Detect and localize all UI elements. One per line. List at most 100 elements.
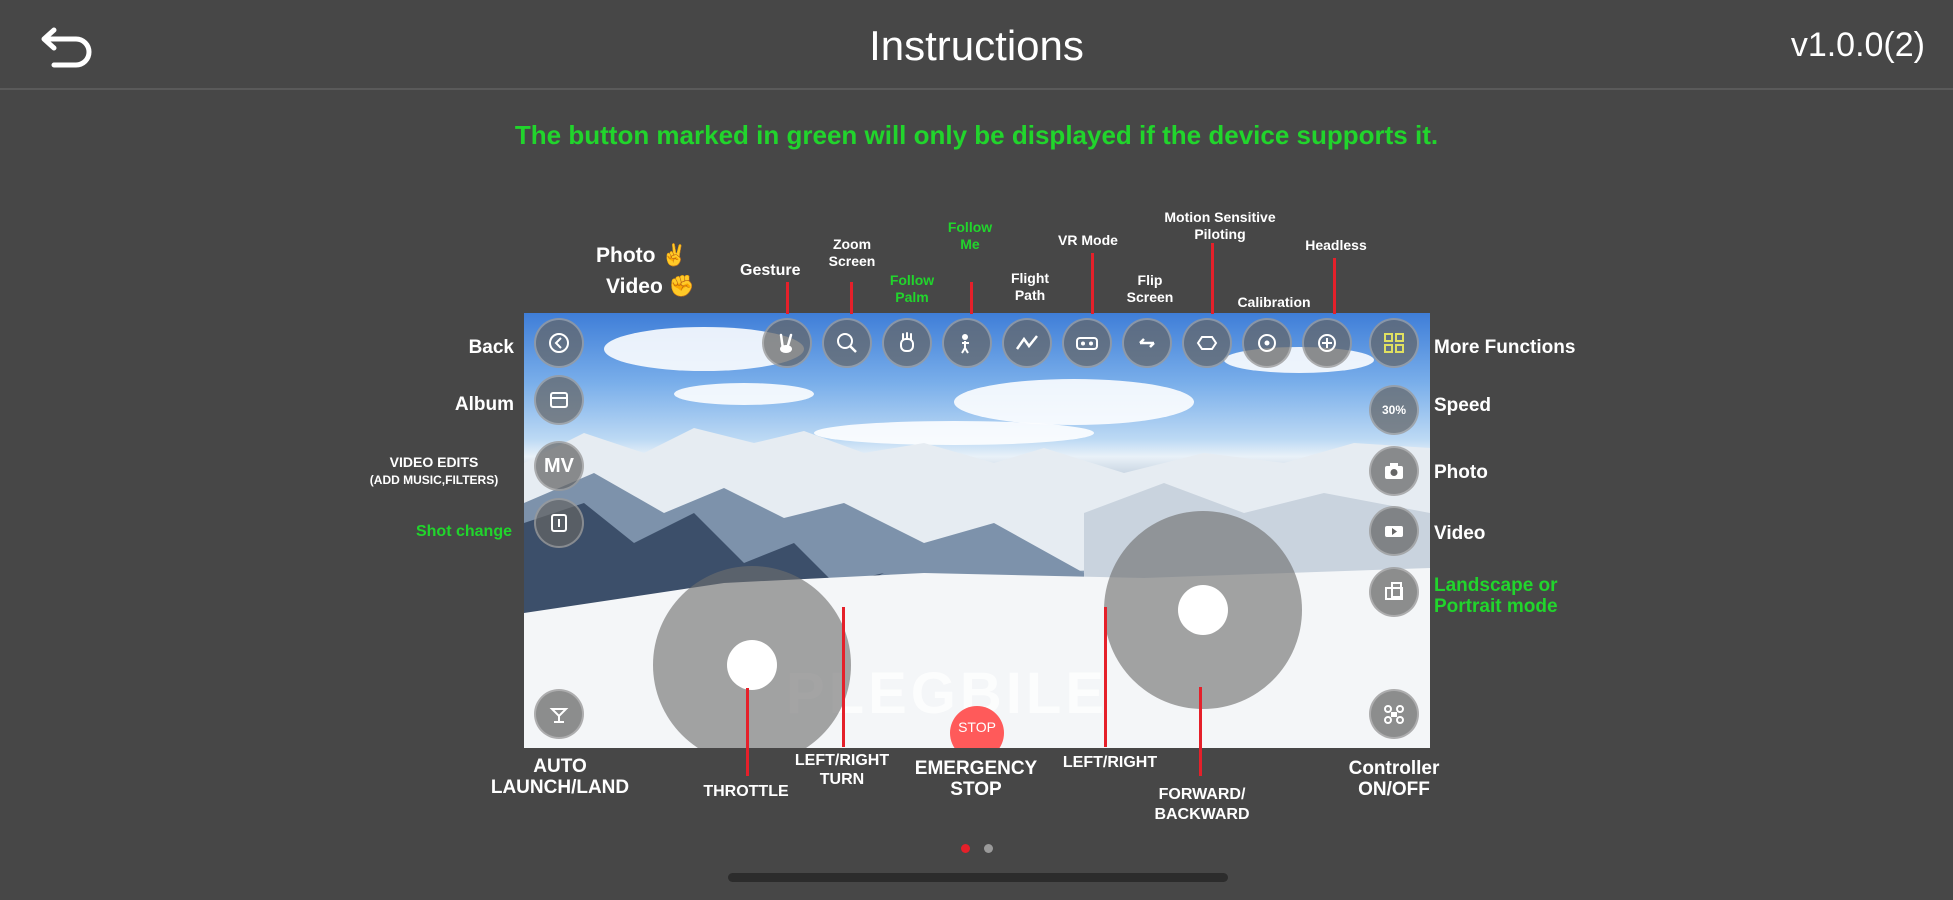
label-landscape-line1: Landscape or: [1434, 575, 1558, 596]
label-back: Back: [468, 337, 514, 358]
speed-button[interactable]: 30%: [1369, 385, 1419, 435]
label-controller-line2: ON/OFF: [1358, 779, 1430, 800]
shot-change-button[interactable]: [534, 498, 584, 548]
label-headless: Headless: [1305, 237, 1367, 253]
label-auto-line1: AUTO: [533, 756, 587, 777]
left-joystick-knob[interactable]: [727, 640, 777, 690]
crosshair-icon: [1258, 334, 1276, 352]
pointer-line-left-right-turn: [842, 607, 845, 747]
flip-screen-icon: [1139, 338, 1155, 348]
video-button[interactable]: [1369, 506, 1419, 556]
label-video: Video: [1434, 523, 1486, 544]
cloud: [674, 383, 814, 405]
label-video-edits-sub: (ADD MUSIC,FILTERS): [369, 473, 499, 487]
cloud: [954, 379, 1194, 425]
fist-icon: ✊: [668, 275, 695, 298]
vr-mode-button[interactable]: [1062, 318, 1112, 368]
headless-icon: [1318, 334, 1336, 352]
calibration-button[interactable]: [1242, 318, 1292, 368]
takeoff-landing-icon: [549, 708, 569, 723]
orientation-icon: [1385, 582, 1403, 600]
page-indicator-dot-active[interactable]: [961, 844, 970, 853]
controller-preview-image: PLEGBILE MV 30%: [524, 313, 1430, 748]
headless-button[interactable]: [1302, 318, 1352, 368]
flight-path-button[interactable]: [1002, 318, 1052, 368]
label-controller-line1: Controller: [1348, 758, 1440, 779]
vr-goggles-icon: [1076, 337, 1098, 350]
controller-toggle-button[interactable]: [1369, 689, 1419, 739]
camera-icon: [1385, 463, 1403, 479]
back-circle-icon: [549, 333, 569, 353]
drone-icon: [1384, 705, 1404, 724]
label-throttle: THROTTLE: [703, 783, 789, 800]
label-auto-line2: LAUNCH/LAND: [490, 777, 630, 798]
label-landscape-line2: Portrait mode: [1434, 596, 1558, 617]
return-arrow-icon: [41, 27, 92, 68]
zigzag-path-icon: [1015, 335, 1038, 350]
label-shot-change: Shot change: [415, 523, 512, 540]
pointer-line-gesture: [786, 282, 789, 314]
motion-sensitive-piloting-button[interactable]: [1182, 318, 1232, 368]
label-video-text: Video: [606, 275, 663, 298]
page-title: Instructions: [869, 22, 1084, 69]
grid-icon: [1384, 333, 1404, 353]
label-flight-path: Flight Path: [1010, 270, 1050, 303]
label-flip-screen: Flip Screen: [1126, 272, 1174, 305]
label-video-gesture: Video ✊: [606, 276, 695, 298]
label-vr-mode: VR Mode: [1058, 232, 1118, 248]
pointer-line-zoom: [850, 282, 853, 314]
green-button-notice: The button marked in green will only be …: [514, 120, 1439, 150]
right-joystick[interactable]: [1104, 511, 1302, 709]
header-bar: Instructions v1.0.0(2): [0, 0, 1953, 90]
label-emergency-line1: EMERGENCY: [914, 758, 1038, 779]
left-joystick[interactable]: [653, 566, 851, 748]
label-photo-text: Photo: [596, 244, 656, 267]
label-gesture: Gesture: [740, 262, 801, 279]
landscape-portrait-button[interactable]: [1369, 567, 1419, 617]
back-button[interactable]: [40, 24, 100, 68]
label-emergency-line2: STOP: [950, 779, 1002, 800]
label-lr-turn-line1: LEFT/RIGHT: [794, 752, 890, 769]
home-indicator-bar[interactable]: [728, 873, 1228, 882]
auto-launch-land-button[interactable]: [534, 689, 584, 739]
video-camera-icon: [1385, 526, 1403, 537]
label-follow-palm: Follow Palm: [889, 272, 935, 305]
zoom-screen-button[interactable]: [822, 318, 872, 368]
label-motion-sensitive-piloting: Motion Sensitive Piloting: [1164, 209, 1276, 242]
pointer-line-headless: [1333, 258, 1336, 314]
follow-person-icon: [961, 334, 969, 354]
label-more-functions: More Functions: [1434, 337, 1576, 358]
label-video-edits: VIDEO EDITS: [389, 454, 479, 470]
flip-screen-button[interactable]: [1122, 318, 1172, 368]
pointer-line-vr-mode: [1091, 253, 1094, 314]
follow-me-button[interactable]: [942, 318, 992, 368]
more-functions-button[interactable]: [1369, 318, 1419, 368]
pointer-line-follow-me: [970, 282, 973, 314]
magnifier-icon: [837, 333, 857, 353]
label-zoom-screen: Zoom Screen: [828, 236, 876, 269]
label-fb-line1: FORWARD/: [1158, 786, 1246, 803]
label-left-right: LEFT/RIGHT: [1062, 754, 1158, 771]
label-album: Album: [454, 394, 514, 415]
version-label: v1.0.0(2): [1790, 26, 1925, 64]
album-button[interactable]: [534, 375, 584, 425]
photo-button[interactable]: [1369, 446, 1419, 496]
back-control-button[interactable]: [534, 318, 584, 368]
label-speed: Speed: [1434, 395, 1492, 416]
right-joystick-knob[interactable]: [1178, 585, 1228, 635]
label-photo-gesture: Photo ✌: [596, 245, 687, 267]
label-follow-me: Follow Me: [947, 219, 993, 252]
gesture-button[interactable]: [762, 318, 812, 368]
page-indicator-dot[interactable]: [984, 844, 993, 853]
pointer-line-left-right: [1104, 607, 1107, 747]
follow-palm-button[interactable]: [882, 318, 932, 368]
gravity-sensor-icon: [1196, 336, 1218, 350]
palm-icon: [900, 332, 914, 352]
shot-change-icon: [551, 514, 567, 532]
label-fb-line2: BACKWARD: [1154, 806, 1250, 823]
video-edits-button[interactable]: MV: [534, 441, 584, 491]
emergency-stop-button[interactable]: STOP: [950, 706, 1004, 748]
label-calibration: Calibration: [1237, 294, 1311, 310]
album-icon: [550, 392, 568, 408]
victory-hand-icon: [779, 333, 793, 353]
